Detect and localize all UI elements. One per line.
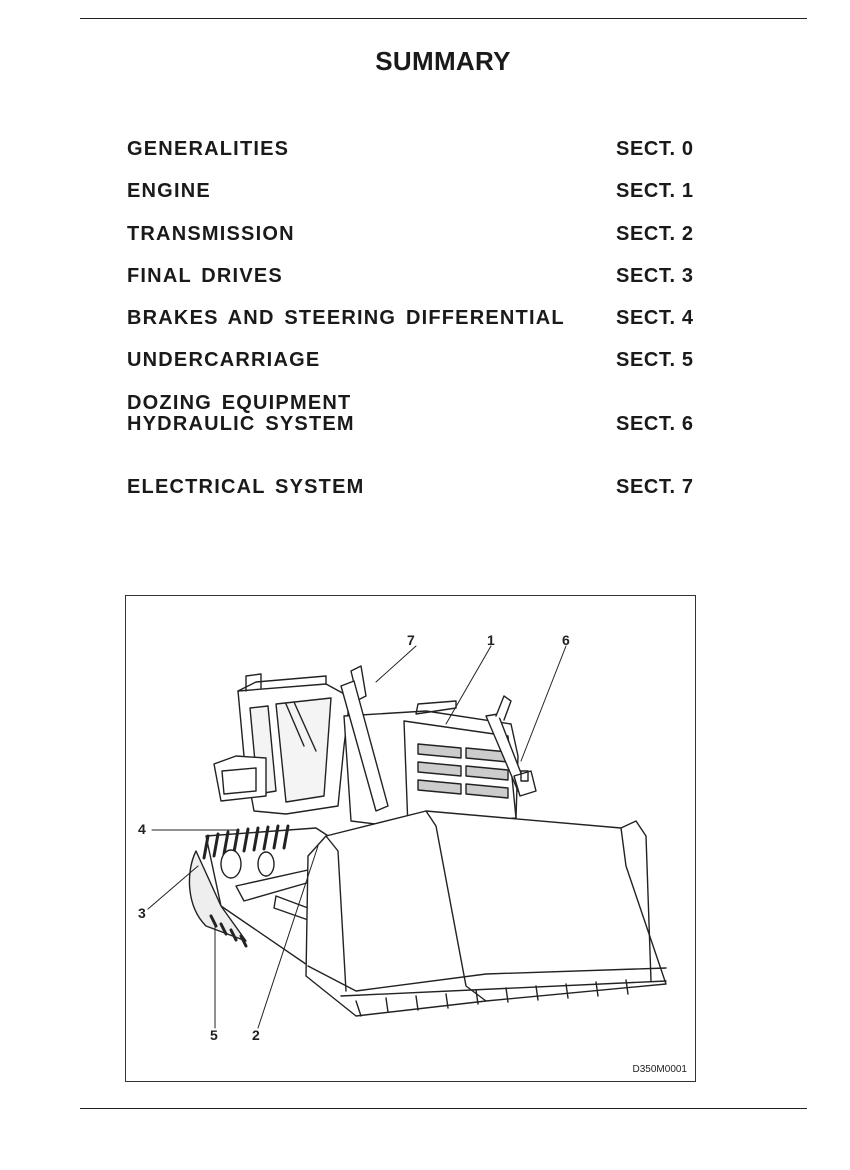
- toc-item-label: UNDERCARRIAGE: [127, 349, 321, 371]
- callout-1: 1: [487, 632, 495, 648]
- toc-item-section: SECT. 3: [616, 265, 694, 287]
- toc-item-label: ELECTRICAL SYSTEM: [127, 476, 365, 498]
- toc-item-section: SECT. 2: [616, 223, 694, 245]
- toc-item-section: SECT. 7: [616, 476, 694, 498]
- callout-4: 4: [138, 821, 146, 837]
- toc-item-label: DOZING EQUIPMENT: [127, 392, 352, 414]
- toc-item-label: FINAL DRIVES: [127, 265, 283, 287]
- callout-7: 7: [407, 632, 415, 648]
- bulldozer-illustration: [147, 645, 667, 1029]
- callout-3: 3: [138, 905, 146, 921]
- toc-item-label-line2: HYDRAULIC SYSTEM: [127, 413, 355, 435]
- toc-item-label: ENGINE: [127, 180, 211, 202]
- top-rule: [80, 18, 807, 19]
- toc-item-section: SECT. 5: [616, 349, 694, 371]
- toc-item-label: TRANSMISSION: [127, 223, 295, 245]
- bulldozer-figure: 7 1 6 4 3 5 2 D350M0001: [125, 595, 696, 1082]
- callout-2: 2: [252, 1027, 260, 1043]
- callout-6: 6: [562, 632, 570, 648]
- callout-5: 5: [210, 1027, 218, 1043]
- toc-item-section: SECT. 1: [616, 180, 694, 202]
- toc-item-section: SECT. 6: [616, 413, 694, 435]
- toc-row-dozing-hydraulic[interactable]: DOZING EQUIPMENT HYDRAULIC SYSTEM SECT. …: [127, 392, 727, 436]
- toc-item-section: SECT. 0: [616, 138, 694, 160]
- figure-code: D350M0001: [632, 1064, 687, 1075]
- toc-item-label: BRAKES AND STEERING DIFFERENTIAL: [127, 307, 565, 329]
- bottom-rule: [80, 1108, 807, 1109]
- page-title: SUMMARY: [375, 46, 511, 76]
- toc-item-section: SECT. 4: [616, 307, 694, 329]
- toc-item-label: GENERALITIES: [127, 138, 290, 160]
